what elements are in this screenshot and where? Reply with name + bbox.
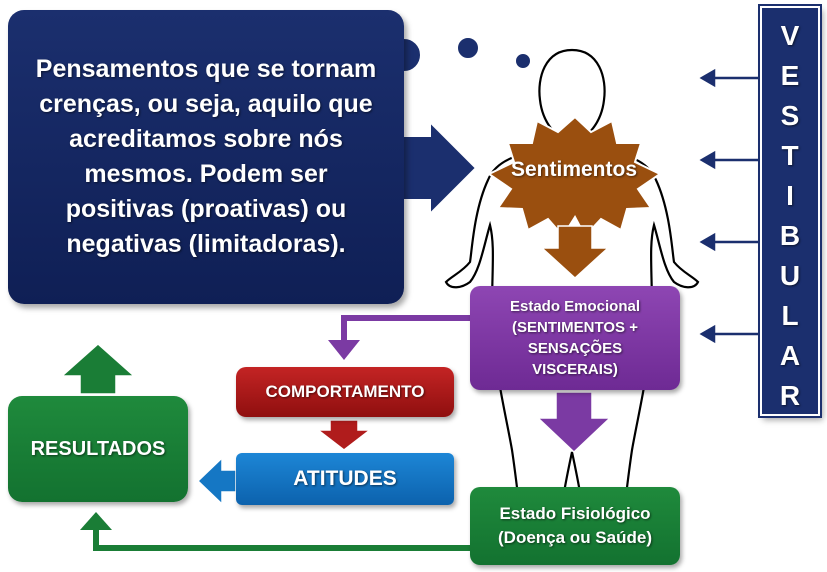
beliefs-box: Pensamentos que se tornam crenças, ou se… (8, 10, 404, 304)
thought-bubble-medium (456, 36, 480, 60)
results-up-arrow (60, 342, 136, 395)
vestibular-letter: S (780, 100, 800, 131)
vestibular-letter: T (781, 140, 799, 171)
vestibular-letter: B (779, 220, 801, 251)
beliefs-text: Pensamentos que se tornam crenças, ou se… (35, 55, 377, 258)
vestibular-arrows (699, 68, 760, 344)
comportamento-box: COMPORTAMENTO (236, 367, 454, 417)
physiological-to-results-arrow (93, 528, 470, 551)
feelings-to-emotional-arrow (540, 225, 610, 280)
vestibular-letter: E (780, 60, 800, 91)
vestibular-letter: A (779, 340, 801, 371)
vestibular-banner: V E S T I B U L A R (760, 6, 820, 416)
atitudes-box: ATITUDES (236, 453, 454, 505)
vestibular-letter: L (781, 300, 799, 331)
behavior-to-attitudes-arrow (315, 419, 373, 451)
attitudes-to-results-arrow (196, 456, 237, 506)
emotional-to-behavior-arrowhead (328, 340, 360, 360)
emotional-to-behavior-arrow (341, 315, 470, 342)
estado-fisiologico-box: Estado Fisiológico (Doença ou Saúde) (470, 487, 680, 565)
vestibular-letter: V (780, 20, 800, 51)
thought-bubble-small (514, 52, 532, 70)
vestibular-letter: R (779, 380, 801, 411)
physiological-to-results-arrowhead (80, 512, 112, 530)
emotional-to-physiological-arrow (536, 391, 612, 454)
vestibular-letter: I (786, 180, 794, 211)
estado-emocional-box: Estado Emocional (SENTIMENTOS + SENSAÇÕE… (470, 286, 680, 390)
resultados-box: RESULTADOS (8, 396, 188, 502)
vestibular-letter: U (779, 260, 801, 291)
sentimentos-label: Sentimentos (510, 158, 638, 181)
sentimentos-burst (487, 115, 662, 238)
